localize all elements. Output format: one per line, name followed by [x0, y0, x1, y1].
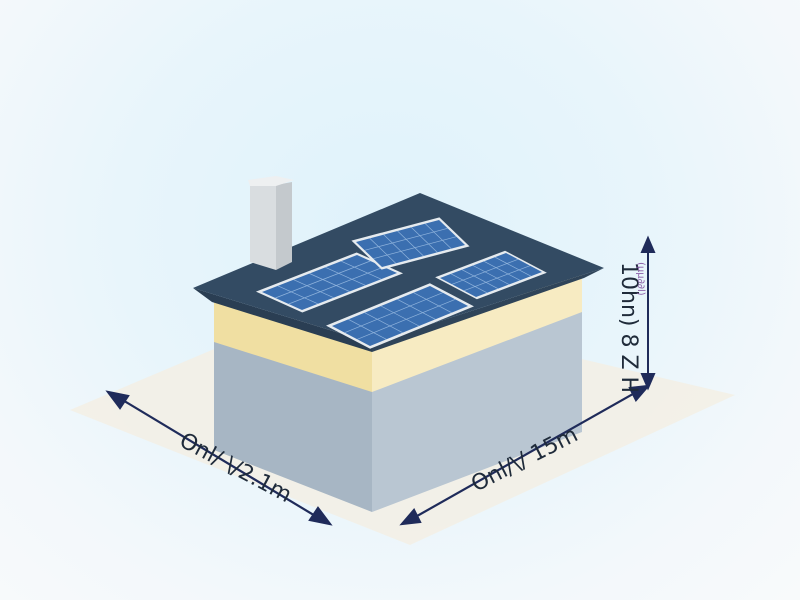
solar-panel-gridline	[364, 227, 448, 251]
solar-panel-gridline	[357, 299, 456, 340]
solar-panel-gridline	[309, 273, 350, 292]
solar-panel-gridline	[348, 319, 387, 340]
solar-panel-gridline	[341, 260, 382, 280]
wall-left	[214, 340, 372, 512]
solar-panel-gridline	[373, 236, 457, 260]
chimney	[248, 176, 294, 270]
building	[193, 193, 604, 512]
solar-panel-gridline	[450, 273, 488, 294]
length-dimension	[399, 384, 651, 526]
solar-panel-gridline	[411, 227, 438, 253]
roof-edge-right	[372, 268, 604, 352]
solar-panel-gridline	[397, 299, 436, 320]
solar-panel-gridline	[344, 292, 443, 333]
height-label: 10hn) 8 Z H	[616, 262, 641, 393]
insulation-left	[214, 300, 372, 392]
solar-panels	[255, 217, 547, 349]
solar-panel-gridline	[451, 259, 519, 285]
height-dimension	[640, 235, 656, 391]
solar-panel-gridline	[413, 292, 452, 313]
solar-panel-gridline	[483, 261, 521, 281]
insulation-right	[372, 272, 582, 392]
solar-panel-gridline	[424, 223, 452, 249]
solar-panel-gridline	[380, 305, 420, 327]
wall-right	[372, 310, 582, 512]
solar-panel-gridline	[364, 312, 403, 333]
solar-panel-gridline	[288, 266, 384, 305]
solar-panel-gridline	[277, 285, 318, 305]
roof-edge-left	[193, 288, 372, 352]
height-sublabel: (µµ∂∂l)	[635, 262, 646, 296]
solar-panel-gridline	[461, 269, 499, 289]
solar-panel-gridline	[494, 256, 532, 277]
solar-panel-gridline	[369, 238, 397, 264]
solar-panel-gridline	[325, 267, 366, 286]
solar-panel-gridline	[293, 279, 334, 298]
solar-panel-gridline	[472, 265, 510, 285]
solar-panel-gridline	[383, 234, 410, 260]
solar-panel-gridline	[463, 265, 531, 291]
solar-panel-gridline	[397, 230, 424, 257]
solar-panel-gridline	[275, 260, 371, 299]
width-dimension	[105, 390, 333, 526]
